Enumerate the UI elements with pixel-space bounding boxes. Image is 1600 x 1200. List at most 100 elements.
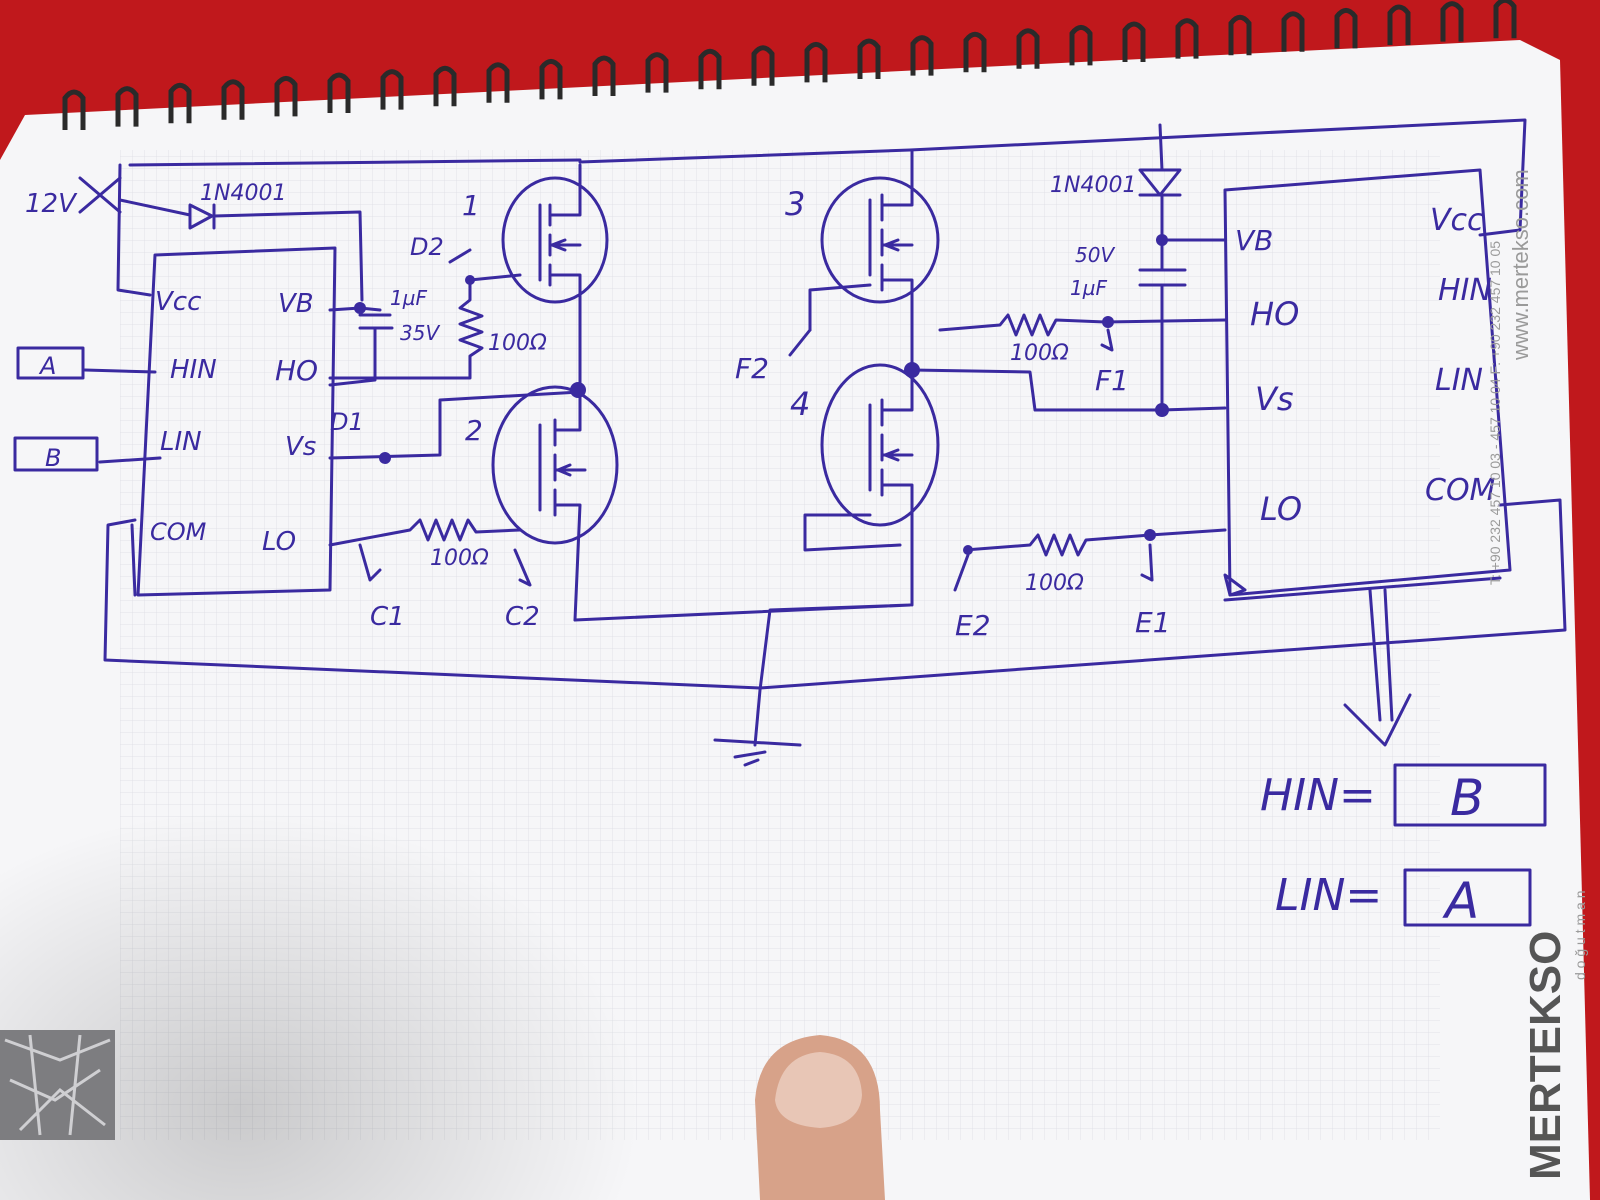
right-pin-ho: HO: [1250, 295, 1299, 333]
spiral-ring: [486, 62, 510, 103]
spiral-ring: [1281, 11, 1305, 52]
spiral-ring: [592, 55, 616, 96]
printed-brand: MERTEKSO: [1521, 931, 1570, 1180]
spiral-ring: [115, 86, 139, 127]
spiral-ring: [963, 31, 987, 73]
note-hin-box: [1393, 763, 1547, 827]
left-pin-vs: Vs: [285, 432, 316, 462]
spiral-ring: [1228, 14, 1252, 56]
right-diode-label: 1N4001: [1050, 173, 1136, 198]
ground-icon: [573, 603, 912, 767]
spiral-ring: [1440, 1, 1464, 42]
left-resistor-top-icon: [328, 280, 484, 380]
left-pin-hin: HIN: [170, 355, 217, 385]
left-resistor-top-label: 100Ω: [488, 331, 547, 356]
decorative-logo-pattern: [0, 1030, 115, 1140]
mosfet-3-label: 3: [785, 185, 805, 223]
left-pin-com: COM: [150, 518, 207, 546]
spiral-ring: [274, 75, 298, 117]
spiral-ring: [380, 69, 404, 110]
mosfet-2: 2: [465, 385, 619, 622]
bootstrap-diode-icon: [118, 198, 364, 302]
right-diode-icon: [1138, 123, 1227, 242]
spiral-ring: [857, 38, 881, 79]
spiral-ring: [698, 48, 722, 90]
printed-brand-sub: d o ğ u t m a n: [1572, 891, 1588, 981]
input-box-a-label: A: [38, 352, 56, 380]
input-box-b-label: B: [45, 444, 61, 472]
right-bootstrap-capacitor-icon: [1138, 238, 1227, 412]
right-resistor-bottom-icon: [963, 528, 1227, 557]
input-box-a: [16, 346, 85, 380]
spiral-ring: [1069, 24, 1093, 66]
label-f2: F2: [735, 352, 769, 385]
right-resistor-bottom-label: 100Ω: [1025, 571, 1084, 596]
spiral-ring: [1175, 18, 1199, 59]
spiral-ring: [645, 52, 669, 93]
spiral-ring: [1387, 4, 1411, 45]
spiral-ring: [62, 89, 86, 130]
supply-label: 12V: [25, 189, 78, 219]
label-e1: E1: [1135, 606, 1171, 639]
spiral-ring: [751, 45, 775, 86]
right-pin-lin: LIN: [1435, 363, 1483, 398]
label-c1: C1: [370, 602, 405, 632]
spiral-ring: [221, 79, 245, 120]
printed-phone: T: +90 232 457 10 03 - 457 10 04 F: +90 …: [1487, 241, 1503, 585]
spiral-ring: [804, 41, 828, 83]
spiral-ring: [433, 65, 457, 107]
spiral-ring: [539, 58, 563, 100]
spiral-ring: [327, 72, 351, 113]
left-pin-vcc: Vcc: [155, 287, 201, 317]
left-pin-vb: VB: [278, 289, 314, 319]
mosfet-4: 4: [790, 363, 940, 607]
left-pin-lo: LO: [262, 527, 296, 557]
spiral-ring: [910, 35, 934, 76]
spiral-ring: [1122, 21, 1146, 62]
spiral-ring: [1016, 28, 1040, 69]
label-e2: E2: [955, 609, 991, 642]
label-d1: D1: [330, 408, 364, 436]
down-arrow-icon: [1343, 588, 1412, 747]
right-pin-vcc: Vcc: [1430, 203, 1484, 238]
mosfet-1: 1: [462, 163, 609, 392]
assignment-notes: HIN= B LIN= A: [1260, 763, 1547, 930]
spiral-ring: [1493, 0, 1517, 39]
left-pin-ho: HO: [275, 354, 318, 387]
left-pin-lin: LIN: [160, 427, 202, 457]
note-lin-label: LIN=: [1275, 870, 1382, 921]
label-c2: C2: [505, 602, 540, 632]
left-diode-label: 1N4001: [200, 181, 286, 206]
left-cap-label-2: 35V: [400, 321, 440, 345]
mosfet-4-label: 4: [790, 385, 810, 423]
right-cap-label-1: 50V: [1075, 243, 1115, 267]
right-pin-com: COM: [1425, 473, 1496, 508]
label-d2: D2: [410, 233, 444, 261]
left-ic: Vcc HIN LIN COM VB HO Vs LO: [136, 246, 337, 597]
spiral-binding: [62, 0, 1517, 130]
supply-terminal-icon: [78, 176, 122, 214]
right-ic: VB HO Vs LO Vcc HIN LIN COM: [1223, 168, 1512, 597]
right-pin-vs: Vs: [1255, 380, 1294, 418]
mosfet-3: 3: [785, 148, 940, 372]
note-hin-value: B: [1450, 769, 1484, 827]
input-box-b: [13, 436, 99, 472]
right-pin-hin: HIN: [1438, 273, 1492, 308]
right-pin-lo: LO: [1260, 490, 1302, 528]
arrow-icons-right: [788, 328, 1154, 592]
note-hin-label: HIN=: [1260, 770, 1376, 821]
left-resistor-bottom-label: 100Ω: [430, 546, 489, 571]
printed-website: www.mertekso.com: [1508, 169, 1533, 361]
label-f1: F1: [1095, 364, 1129, 397]
spiral-ring: [168, 82, 192, 124]
right-resistor-top-icon: [938, 313, 1227, 337]
arrow-icons-left: [358, 248, 532, 587]
right-cap-label-2: 1µF: [1070, 276, 1107, 300]
note-lin-value: A: [1442, 872, 1479, 930]
left-resistor-bottom-icon: [328, 518, 522, 547]
mosfet-2-label: 2: [465, 414, 483, 447]
mosfet-1-label: 1: [462, 189, 480, 222]
finger: [755, 1035, 885, 1200]
note-lin-box: [1403, 868, 1532, 927]
